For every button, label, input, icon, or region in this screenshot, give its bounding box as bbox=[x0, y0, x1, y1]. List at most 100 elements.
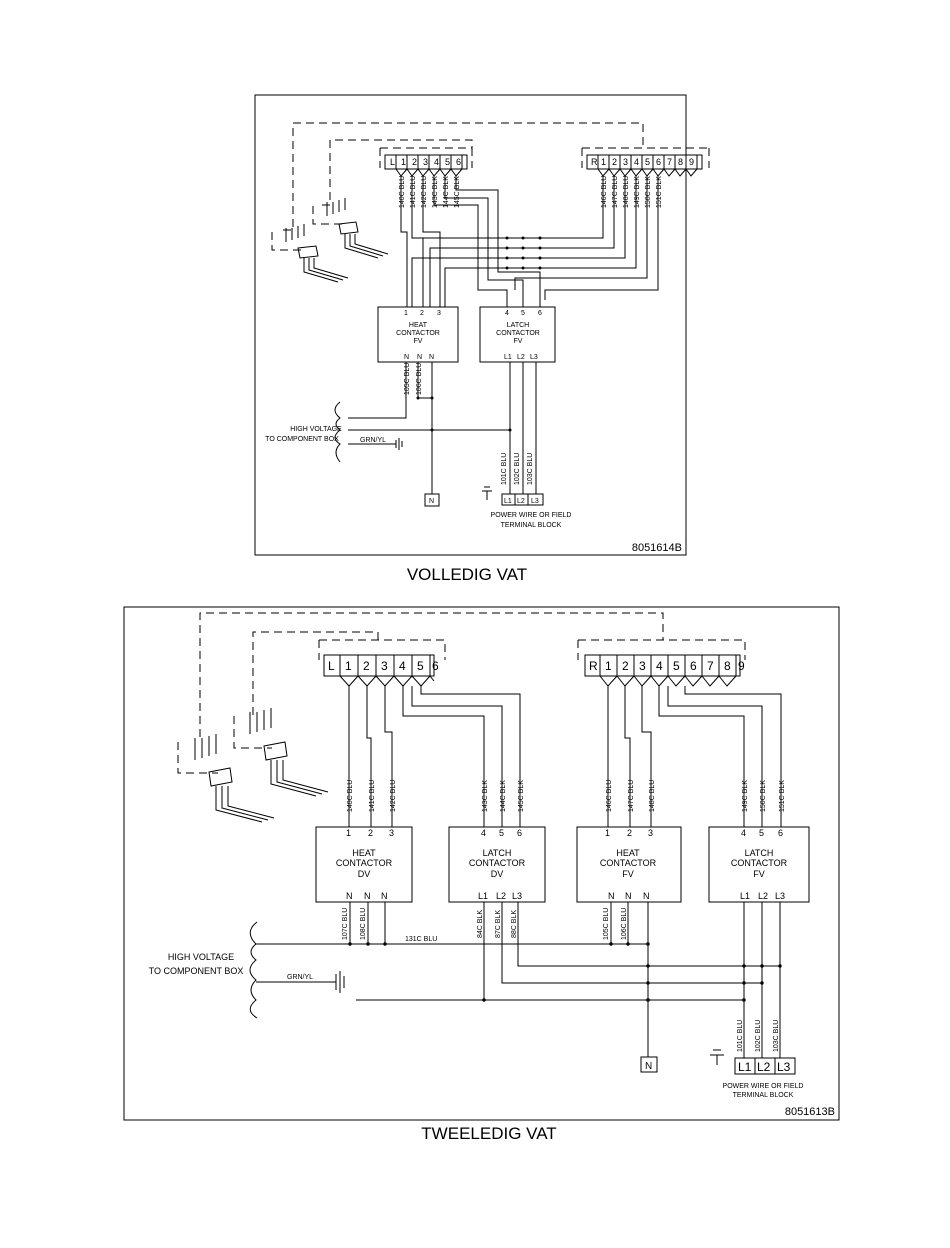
d2-heat-fv-top-2: 2 bbox=[627, 828, 632, 838]
d2-heat-contactor-fv: 1 2 3 HEAT CONTACTOR FV N N N bbox=[576, 826, 682, 903]
d1-latch-label-3: FV bbox=[514, 338, 523, 345]
d2-wire-142c: 142C BLU bbox=[390, 780, 397, 812]
d1-dashed-cable-outer bbox=[283, 122, 644, 231]
d1-heat-bottom-1: N bbox=[404, 354, 409, 361]
d2-wire-105c: 105C BLU bbox=[603, 908, 610, 940]
d1-latch-top-6: 6 bbox=[538, 310, 542, 317]
d2-latch-fv-bottom-l2: L2 bbox=[758, 891, 768, 901]
d1-heat-contactor-fv: 1 2 3 HEAT CONTACTOR FV N N N bbox=[377, 306, 459, 363]
d1-neutral-box bbox=[424, 493, 440, 507]
d2-caption: TWEELEDIG VAT bbox=[421, 1124, 556, 1143]
d2-rb-terminal-3: 3 bbox=[639, 659, 646, 673]
d1-wire-142c: 142C BLU bbox=[421, 176, 428, 208]
d2-wire-145c: 145C BLK bbox=[518, 780, 525, 812]
d2-rb-terminal-9: 9 bbox=[738, 659, 745, 673]
d1-latch-top-4: 4 bbox=[505, 310, 509, 317]
d1-ground-symbol-icon bbox=[482, 486, 492, 500]
d2-heat-dv-top-3: 3 bbox=[389, 828, 394, 838]
d2-latch-dv-bottom-l3: L3 bbox=[512, 891, 522, 901]
d2-wire-108c: 108C BLU bbox=[360, 908, 367, 940]
d1-latch-label-2: CONTACTOR bbox=[496, 330, 540, 337]
d2-lb-terminal-5: 5 bbox=[417, 659, 424, 673]
d2-bus-131c-label: 131C BLU bbox=[405, 936, 437, 943]
d2-lb-terminal-1: 1 bbox=[345, 659, 352, 673]
d2-power-terminal-block: L1 L2 L3 POWER WIRE OR FIELD TERMINAL BL… bbox=[710, 1049, 803, 1099]
d2-high-voltage: HIGH VOLTAGE TO COMPONENT BOX GRN/YL bbox=[149, 921, 345, 1019]
d2-wire-148c: 148C BLU bbox=[649, 780, 656, 812]
d2-right-wires bbox=[607, 686, 782, 827]
d1-probe-icon-left bbox=[271, 224, 349, 283]
d1-lb-terminal-3: 3 bbox=[423, 157, 428, 167]
d2-wire-102c: 102C BLU bbox=[755, 1020, 762, 1052]
d2-component-box-label: TO COMPONENT BOX bbox=[149, 966, 244, 976]
d2-latch-fv-top-4: 4 bbox=[741, 828, 746, 838]
d2-lower-wire-labels: 107C BLU 108C BLU 84C BLK 87C BLK 88C BL… bbox=[342, 908, 780, 1052]
d2-rb-terminal-2: 2 bbox=[622, 659, 629, 673]
d1-latch-out-wires: 101C BLU 102C BLU 103C BLU bbox=[501, 362, 537, 494]
d2-terminal-block-label-2: TERMINAL BLOCK bbox=[733, 1092, 794, 1099]
d2-right-wire-labels: 146C BLU 147C BLU 148C BLU 149C BLK 150C… bbox=[606, 780, 786, 812]
d2-lb-terminal-4: 4 bbox=[399, 659, 406, 673]
d1-rb-terminal-3: 3 bbox=[623, 157, 628, 167]
d1-lb-terminal-6: 6 bbox=[456, 157, 461, 167]
d2-dashed-cable-inner bbox=[252, 631, 379, 715]
d1-high-voltage-label: HIGH VOLTAGE bbox=[290, 426, 342, 433]
d2-wire-106c: 106C BLU bbox=[621, 908, 628, 940]
d2-latch-fv-label-3: FV bbox=[753, 869, 765, 879]
d1-heat-bottom-2: N bbox=[417, 354, 422, 361]
d1-part-number: 8051614B bbox=[632, 542, 682, 554]
d2-wire-87c: 87C BLK bbox=[495, 910, 502, 938]
d1-latch-label-1: LATCH bbox=[507, 322, 529, 329]
d2-latch-dv-label-1: LATCH bbox=[483, 848, 512, 858]
diagram2-frame bbox=[123, 606, 840, 1121]
d1-wire-151c: 151C BLK bbox=[656, 176, 663, 208]
d1-left-wire-labels: 140C BLU 141C BLU 142C BLU 143C BLK 144C… bbox=[399, 176, 461, 208]
d2-wire-103c: 103C BLU bbox=[773, 1020, 780, 1052]
d2-latch-contactor-dv: 4 5 6 LATCH CONTACTOR DV L1 L2 L3 bbox=[448, 826, 546, 903]
d2-wire-147c: 147C BLU bbox=[628, 780, 635, 812]
d1-wire-141c: 141C BLU bbox=[410, 176, 417, 208]
d2-lb-terminal-3: 3 bbox=[381, 659, 388, 673]
d2-wire-149c: 149C BLK bbox=[742, 780, 749, 812]
d2-ground-label: GRN/YL bbox=[287, 974, 313, 981]
d2-heat-dv-label-2: CONTACTOR bbox=[336, 858, 393, 868]
d1-rb-terminal-1: 1 bbox=[601, 157, 606, 167]
d1-heat-out-wires: 105C BLU 106C BLU bbox=[348, 362, 510, 494]
d2-latch-dv-bottom-l2: L2 bbox=[496, 891, 506, 901]
d2-latch-dv-top-5: 5 bbox=[499, 828, 504, 838]
d1-neutral-label: N bbox=[429, 498, 434, 505]
d2-right-block-label: R bbox=[589, 659, 598, 673]
d2-heat-fv-top-1: 1 bbox=[605, 828, 610, 838]
d2-heat-fv-bottom-3: N bbox=[643, 891, 650, 901]
d2-dashed-top-right bbox=[578, 639, 746, 660]
d1-latch-bottom-l1: L1 bbox=[504, 354, 512, 361]
d2-wire-107c: 107C BLU bbox=[342, 908, 349, 940]
d2-rb-terminal-5: 5 bbox=[673, 659, 680, 673]
d2-neutral-box bbox=[640, 1056, 658, 1073]
d1-right-block-label: R bbox=[591, 157, 598, 167]
d2-heat-fv-label-3: FV bbox=[622, 869, 634, 879]
diagram-tweeledig-vat: L 1 2 3 4 5 6 R 1 2 3 4 5 6 7 8 9 bbox=[123, 606, 840, 1143]
d1-wire-140c: 140C BLU bbox=[399, 176, 406, 208]
d1-wire-148c: 148C BLU bbox=[623, 176, 630, 208]
d1-caption: VOLLEDIG VAT bbox=[407, 565, 527, 584]
d2-rb-terminal-6: 6 bbox=[690, 659, 697, 673]
d2-heat-dv-top-2: 2 bbox=[368, 828, 373, 838]
diagram-volledig-vat: L 1 2 3 4 5 6 R 1 2 3 4 5 6 7 8 9 bbox=[254, 94, 710, 584]
d1-latch-bottom-l2: L2 bbox=[517, 354, 525, 361]
d2-wire-151c: 151C BLK bbox=[779, 780, 786, 812]
diagram1-frame bbox=[254, 94, 687, 556]
d2-left-wires bbox=[348, 686, 521, 827]
d1-rb-terminal-9: 9 bbox=[689, 157, 694, 167]
d1-ground-icon bbox=[395, 438, 403, 450]
d2-latch-fv-top-6: 6 bbox=[778, 828, 783, 838]
d1-wire-145c: 145C BLK bbox=[454, 176, 461, 208]
d1-wire-147c: 147C BLU bbox=[612, 176, 619, 208]
d2-terminal-l3: L3 bbox=[777, 1060, 791, 1074]
d1-right-terminal-block: R 1 2 3 4 5 6 7 8 9 bbox=[586, 154, 703, 177]
d2-heat-dv-top-1: 1 bbox=[346, 828, 351, 838]
d1-wire-150c: 150C BLK bbox=[645, 176, 652, 208]
d2-right-terminal-block: R 1 2 3 4 5 6 7 8 9 bbox=[584, 654, 745, 687]
d2-heat-fv-bottom-1: N bbox=[608, 891, 615, 901]
